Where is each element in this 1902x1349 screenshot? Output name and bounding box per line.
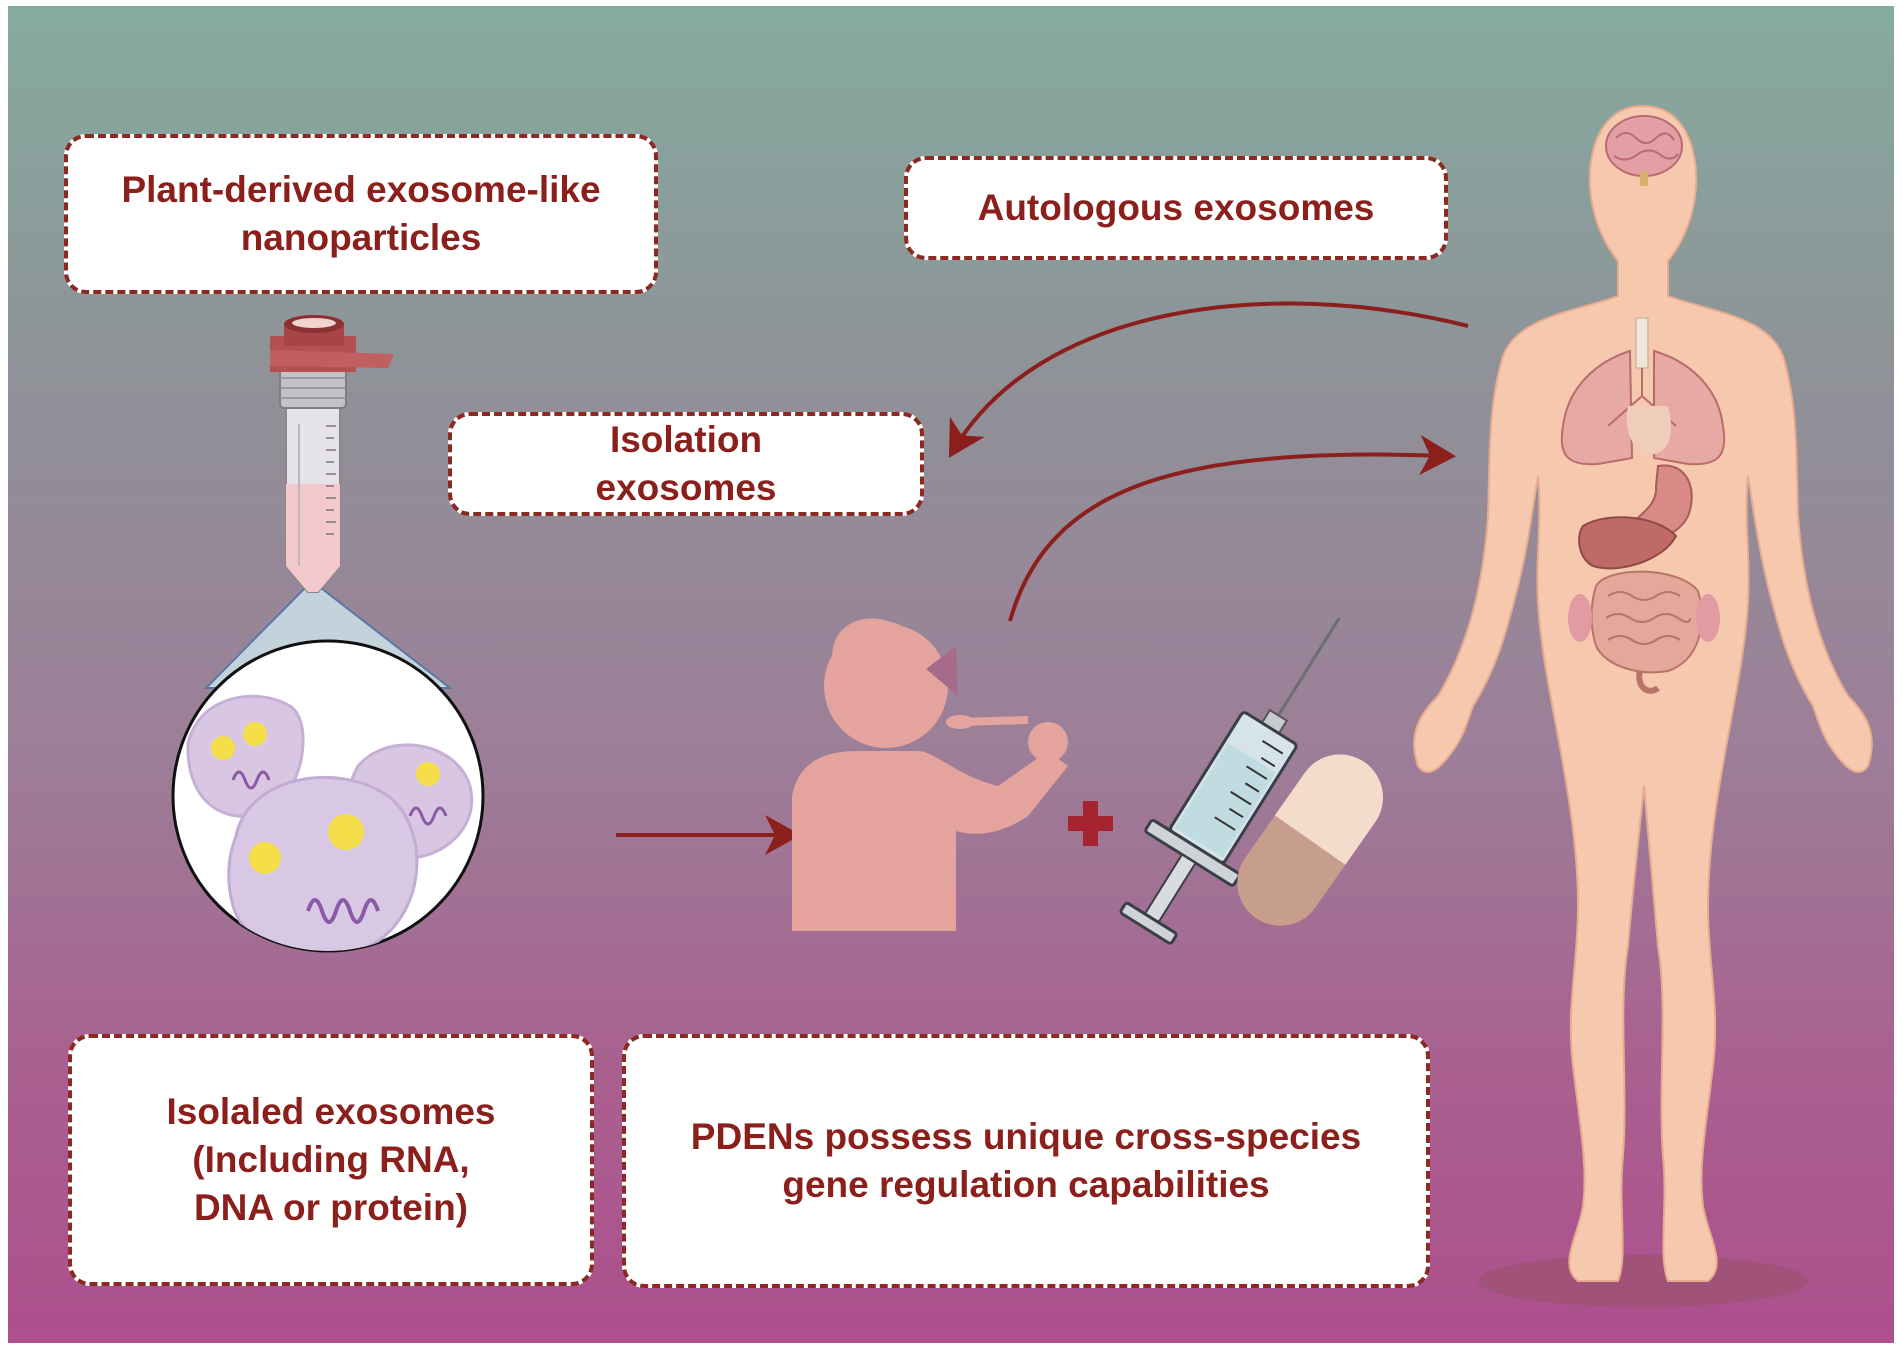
label-pdens-line-1: PDENs possess unique cross-species bbox=[690, 1115, 1362, 1157]
human-body-organs-icon bbox=[1413, 104, 1873, 1307]
diagram-artwork bbox=[171, 104, 1873, 1307]
patient-taking-medicine-icon bbox=[792, 618, 1068, 931]
label-plant-derived: Plant-derived exosome-like nanoparticles bbox=[64, 134, 658, 294]
centrifuge-tube-icon bbox=[270, 315, 394, 593]
label-autologous-line-1: Autologous exosomes bbox=[977, 186, 1375, 228]
label-isolation: Isolation exosomes bbox=[448, 412, 924, 516]
label-isolated-line-2: (Including RNA, bbox=[192, 1138, 470, 1180]
label-pdens-line-2: gene regulation capabilities bbox=[782, 1164, 1270, 1205]
arrow-body-to-isolation bbox=[948, 301, 1469, 458]
label-isolation-line-2: exosomes bbox=[595, 467, 777, 508]
plus-icon bbox=[1068, 801, 1113, 846]
label-plant-derived-line-1: Plant-derived exosome-like bbox=[121, 168, 601, 210]
label-isolation-line-1: Isolation bbox=[609, 418, 763, 460]
capsule-icon bbox=[1237, 754, 1383, 926]
label-plant-derived-line-2: nanoparticles bbox=[240, 217, 482, 258]
arrow-patient-to-body bbox=[1008, 434, 1456, 622]
label-autologous: Autologous exosomes bbox=[904, 156, 1448, 260]
exosome-magnifier-icon bbox=[171, 587, 485, 953]
flow-arrows bbox=[616, 301, 1469, 855]
label-isolated-line-3: DNA or protein) bbox=[193, 1187, 469, 1229]
diagram-canvas: Plant-derived exosome-like nanoparticles… bbox=[8, 6, 1894, 1343]
label-pdens: PDENs possess unique cross-species gene … bbox=[622, 1034, 1430, 1288]
label-isolated-line-1: Isolaled exosomes bbox=[166, 1090, 496, 1132]
syringe-icon bbox=[1119, 617, 1341, 945]
label-isolated: Isolaled exosomes (Including RNA, DNA or… bbox=[68, 1034, 594, 1286]
